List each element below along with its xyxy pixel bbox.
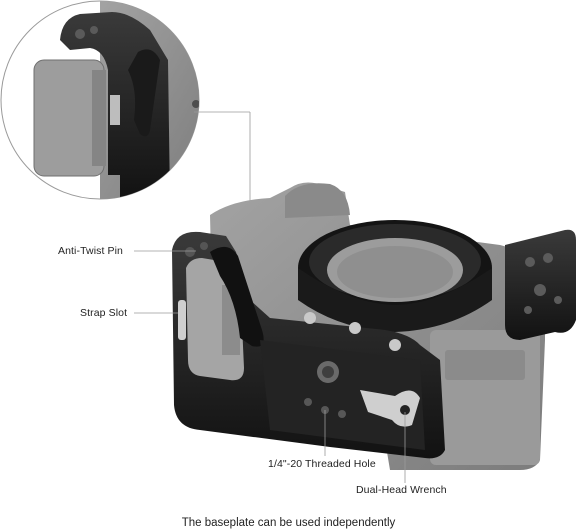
wrench-label: Dual-Head Wrench <box>356 484 447 496</box>
strap-slot-label: Strap Slot <box>80 307 128 319</box>
zoom-inset <box>0 0 200 200</box>
threaded-hole-label: 1/4"-20 Threaded Hole <box>268 458 376 470</box>
camera-and-cage <box>172 182 576 470</box>
anti-twist-pin-label: Anti-Twist Pin <box>58 245 123 257</box>
caption: The baseplate can be used independently <box>181 517 396 529</box>
